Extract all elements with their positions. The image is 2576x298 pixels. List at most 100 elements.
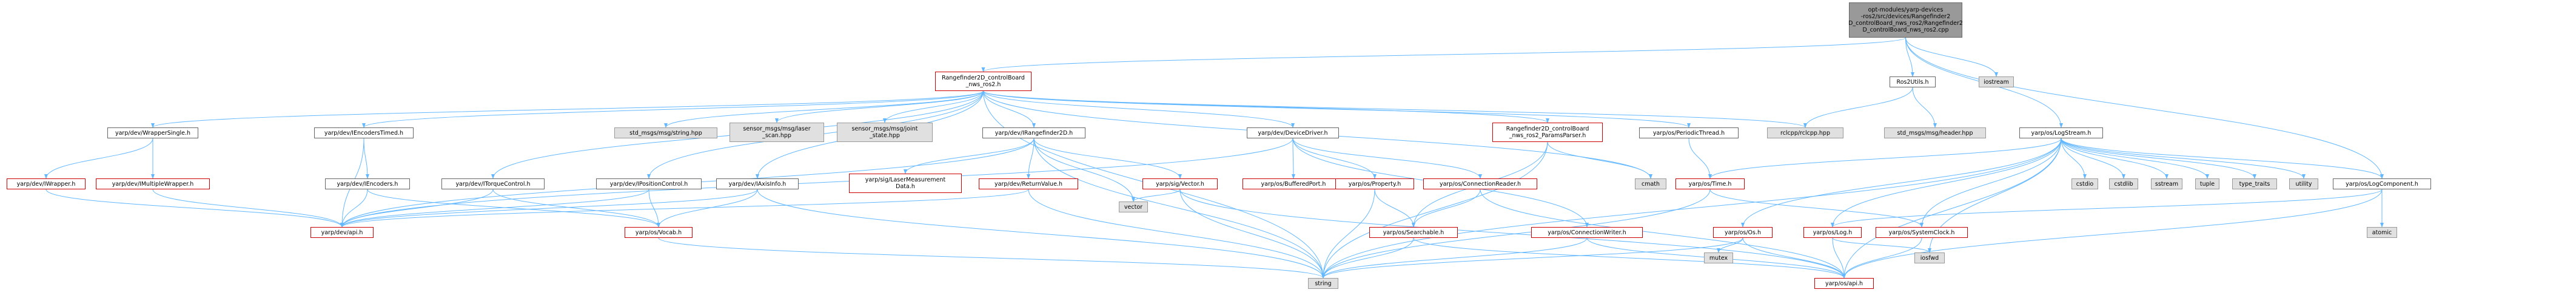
edge-irangefinder-to-vectorh (1033, 138, 1182, 179)
edge-ros2utils-to-std_header (1912, 87, 1937, 128)
node-periodicthread[interactable]: yarp/os/PeriodicThread.h (1639, 127, 1739, 138)
node-label-line: Rangefinder2D_controlBoard (1506, 126, 1589, 132)
node-label-line: D_controlBoard_nws_ros2/Rangefinder2 (1848, 20, 1963, 27)
node-logcomponent[interactable]: yarp/os/LogComponent.h (2333, 178, 2431, 189)
node-params-parser[interactable]: Rangefinder2D_controlBoard _nws_ros2_Par… (1492, 123, 1603, 142)
edge-wrappersingle-to-iwrapper (44, 138, 153, 179)
node-label: yarp/dev/IRangefinder2D.h (995, 129, 1073, 137)
node-returnvalue[interactable]: yarp/dev/ReturnValue.h (979, 178, 1078, 189)
node-label-line: _nws_ros2_ParamsParser.h (1509, 132, 1586, 139)
node-label: yarp/dev/IEncoders.h (337, 180, 398, 188)
node-imultiplewrapper[interactable]: yarp/dev/IMultipleWrapper.h (96, 178, 210, 189)
node-connectionreader[interactable]: yarp/os/ConnectionReader.h (1423, 178, 1537, 189)
node-label: yarp/os/ConnectionWriter.h (1548, 229, 1626, 236)
node-label: yarp/dev/ITorqueControl.h (455, 180, 531, 188)
node-logstream[interactable]: yarp/os/LogStream.h (2019, 127, 2103, 138)
node-label-line: yarp/sig/LaserMeasurement (865, 177, 946, 183)
edge-root-to-rf2d_h (981, 37, 1906, 72)
edge-devicedriver-to-devapi (340, 138, 1293, 228)
node-os-h[interactable]: yarp/os/Os.h (1713, 227, 1773, 238)
node-label: tuple (2199, 180, 2215, 188)
node-dev-api[interactable]: yarp/dev/api.h (310, 227, 374, 238)
node-iwrapper[interactable]: yarp/dev/IWrapper.h (7, 178, 86, 189)
edge-logstream-to-utility (2061, 138, 2306, 179)
node-log-h[interactable]: yarp/os/Log.h (1803, 227, 1862, 238)
root-file-node: opt-modules/yarp-devices -ros2/src/devic… (1848, 2, 1963, 38)
node-lasermeasurementdata[interactable]: yarp/sig/LaserMeasurement Data.h (849, 174, 962, 193)
edge-returnvalue-to-string (1028, 189, 1325, 279)
node-bufferedport[interactable]: yarp/os/BufferedPort.h (1243, 178, 1344, 189)
node-label: yarp/os/api.h (1825, 280, 1863, 287)
edge-systemclock-to-osapi (1842, 237, 1922, 279)
node-wrappersingle[interactable]: yarp/dev/WrapperSingle.h (107, 127, 198, 138)
edge-connreader-to-searchable (1412, 189, 1481, 228)
edge-searchable-to-string (1321, 237, 1414, 279)
node-ros2utils[interactable]: Ros2Utils.h (1890, 76, 1936, 87)
edge-rf2d_h-to-paramsparser (983, 90, 1549, 123)
node-label: yarp/dev/WrapperSingle.h (115, 129, 191, 137)
node-label: sstream (2155, 180, 2179, 188)
node-label: yarp/dev/IAxisInfo.h (728, 180, 787, 188)
node-label: yarp/dev/IMultipleWrapper.h (112, 180, 194, 188)
edge-searchable-to-osapi (1413, 237, 1846, 279)
node-iencoderstimed[interactable]: yarp/dev/IEncodersTimed.h (314, 127, 414, 138)
edge-vectorh-to-string (1179, 189, 1325, 279)
edge-rf2d_h-to-rclcpp (983, 90, 1807, 128)
node-cstdio: cstdio (2071, 178, 2098, 189)
node-label-line: sensor_msgs/msg/joint (851, 126, 918, 132)
node-string: string (1308, 278, 1338, 289)
edge-osh-to-string (1321, 237, 1743, 279)
node-iaxisinfo[interactable]: yarp/dev/IAxisInfo.h (716, 178, 799, 189)
node-itorquecontrol[interactable]: yarp/dev/ITorqueControl.h (441, 178, 545, 189)
edge-iaxisinfo-to-devapi (340, 189, 758, 228)
node-iencoders[interactable]: yarp/dev/IEncoders.h (325, 178, 410, 189)
node-irangefinder2d[interactable]: yarp/dev/IRangefinder2D.h (982, 127, 1085, 138)
edge-ros2utils-to-rclcpp (1803, 87, 1913, 128)
edge-logstream-to-string (1321, 138, 2062, 279)
node-systemclock[interactable]: yarp/os/SystemClock.h (1876, 227, 1968, 238)
edge-paramsparser-to-string (1321, 141, 1548, 279)
node-vocab[interactable]: yarp/os/Vocab.h (625, 227, 693, 238)
edge-paramsparser-to-cmath (1547, 141, 1652, 179)
node-label: yarp/os/ConnectionReader.h (1439, 180, 1521, 188)
node-devicedriver[interactable]: yarp/dev/DeviceDriver.h (1247, 127, 1339, 138)
edge-imultiplewrapper-to-devapi (152, 189, 344, 228)
edge-irangefinder-to-vector (1033, 138, 1135, 202)
node-iostream: iostream (1979, 76, 2014, 87)
node-sstream: sstream (2151, 178, 2182, 189)
edge-iposition-to-devapi (340, 189, 649, 228)
edge-root-to-ros2utils (1905, 37, 1914, 77)
node-searchable[interactable]: yarp/os/Searchable.h (1369, 227, 1458, 238)
node-property[interactable]: yarp/os/Property.h (1335, 178, 1414, 189)
edge-logstream-to-logcomponent (2061, 138, 2384, 179)
node-std-msgs-header: std_msgs/msg/header.hpp (1884, 127, 1986, 138)
edge-rf2d_h-to-periodicthread (983, 90, 1691, 128)
node-label: cstdio (2076, 180, 2094, 188)
node-vector-h[interactable]: yarp/sig/Vector.h (1142, 178, 1218, 189)
node-ipositioncontrol[interactable]: yarp/dev/IPositionControl.h (596, 178, 702, 189)
node-utility: utility (2289, 178, 2318, 189)
node-os-api[interactable]: yarp/os/api.h (1814, 278, 1874, 289)
node-label: yarp/dev/api.h (321, 229, 363, 236)
edge-rf2d_h-to-devicedriver (983, 90, 1295, 128)
node-label: yarp/os/Os.h (1724, 229, 1761, 236)
node-rangefinder2d-header[interactable]: Rangefinder2D_controlBoard _nws_ros2.h (935, 72, 1031, 91)
edge-logstream-to-osapi (1842, 138, 2062, 279)
node-connectionwriter[interactable]: yarp/os/ConnectionWriter.h (1531, 227, 1643, 238)
node-time[interactable]: yarp/os/Time.h (1675, 178, 1745, 189)
edge-logstream-to-sstream (2061, 138, 2168, 179)
node-label: rclcpp/rclcpp.hpp (1780, 129, 1830, 137)
edge-connreader-to-osapi (1480, 189, 1846, 279)
node-sensor-msgs-laserscan: sensor_msgs/msg/laser _scan.hpp (730, 123, 824, 142)
edge-rf2d_h-to-irangefinder (983, 90, 1036, 128)
node-label: yarp/os/Time.h (1688, 180, 1732, 188)
node-label: yarp/dev/IEncodersTimed.h (324, 129, 404, 137)
node-label: yarp/os/LogComponent.h (2346, 180, 2418, 188)
node-sensor-msgs-jointstate: sensor_msgs/msg/joint _state.hpp (837, 123, 933, 142)
edge-logstream-to-logh (1831, 138, 2062, 228)
node-vector: vector (1119, 201, 1148, 212)
edge-logstream-to-cstdlib (2061, 138, 2125, 179)
edge-iencoders-to-vocab (367, 189, 660, 228)
edge-iaxisinfo-to-string (757, 189, 1325, 279)
node-label: yarp/dev/DeviceDriver.h (1258, 129, 1328, 137)
